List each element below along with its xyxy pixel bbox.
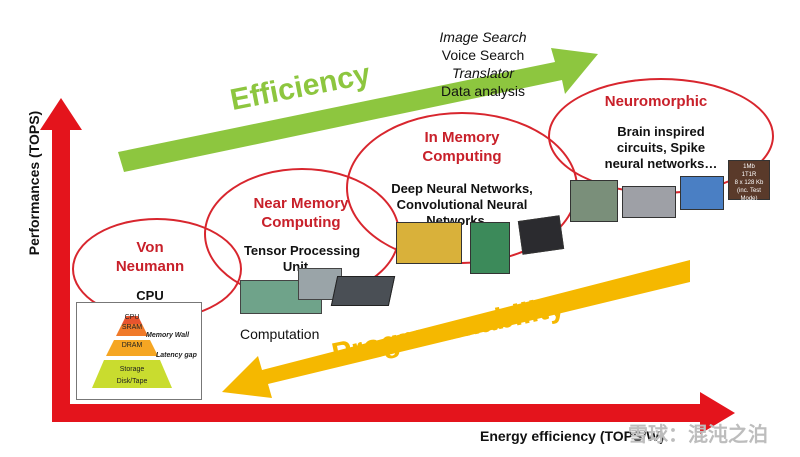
watermark: 雪球：混沌之泊	[628, 424, 768, 446]
near-memory-title-line: Near Memory	[253, 195, 349, 212]
chip-die-image	[396, 222, 462, 264]
in-memory-title: In Memory Computing	[392, 128, 532, 166]
in-memory-desc-line: Convolutional Neural	[396, 197, 528, 212]
von-neumann-title-line: Neumann	[115, 258, 185, 275]
chip-die-image	[470, 222, 510, 274]
pyramid-level: CPU	[124, 314, 140, 321]
application-item: Image Search	[439, 29, 527, 45]
x-axis-arrow	[52, 392, 735, 434]
in-memory-title-line: In Memory	[424, 129, 500, 146]
in-memory-desc-line: Deep Neural Networks,	[391, 181, 533, 196]
neuromorphic-chip-image	[680, 176, 724, 210]
computation-caption: Computation	[240, 326, 320, 342]
application-item: Data analysis	[440, 83, 526, 99]
near-memory-title-line: Computing	[261, 214, 341, 231]
near-memory-desc-line: Tensor Processing	[243, 243, 361, 258]
pyramid-level: Storage	[119, 366, 145, 373]
applications-list: Image Search Voice Search Translator Dat…	[418, 28, 548, 100]
y-axis-label: Performances (TOPS)	[26, 110, 42, 256]
neuromorphic-desc-line: Brain inspired	[617, 124, 705, 139]
chip-label-line: 1Mb	[743, 164, 755, 170]
von-neumann-title-line: Von	[136, 239, 164, 256]
pyramid-level: SRAM	[121, 324, 143, 331]
neuromorphic-chip-image	[622, 186, 676, 218]
neuromorphic-chip-image	[570, 180, 618, 222]
application-item: Voice Search	[441, 47, 525, 63]
x-axis-label: Energy efficiency (TOPS/W)	[480, 428, 665, 444]
memory-pyramid	[92, 316, 172, 388]
y-axis-arrow	[40, 98, 82, 420]
application-item: Translator	[452, 65, 514, 81]
chip-label-line: 1T1R	[741, 172, 757, 178]
chip-package-image	[517, 215, 565, 255]
cpu-label: CPU	[136, 288, 164, 303]
programmability-arrow	[222, 260, 690, 398]
in-memory-title-line: Computing	[422, 148, 502, 165]
von-neumann-title: Von Neumann	[100, 238, 200, 276]
neuromorphic-desc: Brain inspired circuits, Spike neural ne…	[586, 124, 736, 172]
chip-label-line: 8 x 128 Kb	[734, 180, 764, 186]
memory-wall-label: Memory Wall	[146, 332, 190, 339]
neuromorphic-title: Neuromorphic	[604, 93, 708, 110]
latency-gap-label: Latency gap	[156, 352, 197, 359]
neuromorphic-desc-line: circuits, Spike	[616, 140, 706, 155]
tpu-board-image	[330, 276, 396, 306]
pyramid-level: DRAM	[121, 342, 143, 349]
near-memory-title: Near Memory Computing	[236, 194, 366, 232]
pyramid-level: Disk/Tape	[116, 378, 148, 385]
neuromorphic-chip-image: 1Mb 1T1R 8 x 128 Kb (inc. Test Mode)	[728, 160, 770, 202]
efficiency-arrow	[118, 48, 598, 172]
chip-label-line: (inc. Test Mode)	[737, 188, 761, 202]
neuromorphic-desc-line: neural networks…	[604, 156, 718, 171]
